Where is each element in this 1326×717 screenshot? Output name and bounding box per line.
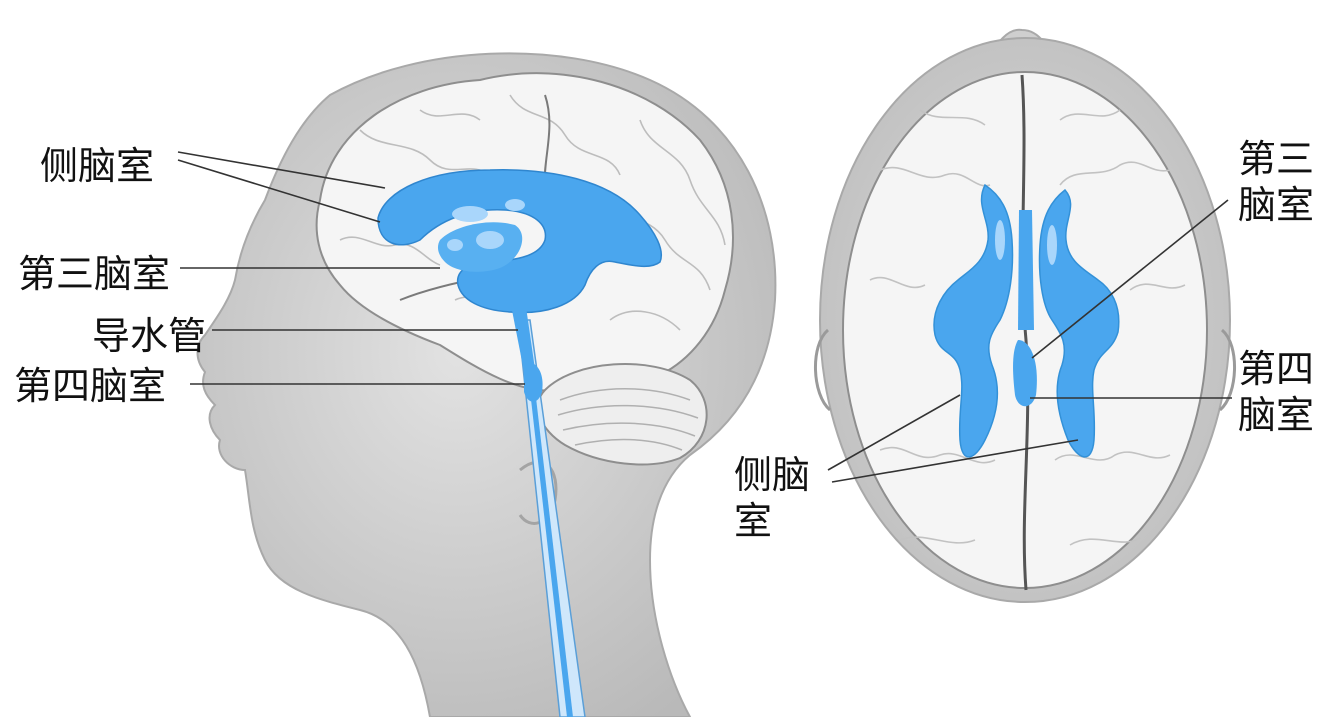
ventricle-highlight xyxy=(1047,225,1057,265)
label-lateral-ventricle: 侧脑室 xyxy=(40,144,154,188)
ventricle-highlight xyxy=(476,231,504,249)
ventricle-highlight xyxy=(452,206,488,222)
label-lateral-ventricle-top: 侧脑 室 xyxy=(734,452,810,544)
label-third-ventricle-top: 第三 脑室 xyxy=(1238,136,1314,228)
label-line: 侧脑 xyxy=(734,452,810,498)
label-aqueduct: 导水管 xyxy=(92,314,206,358)
label-fourth-ventricle-top: 第四 脑室 xyxy=(1238,346,1314,438)
label-line: 脑室 xyxy=(1238,182,1314,228)
label-line: 第三 xyxy=(1238,136,1314,182)
label-line: 第四 xyxy=(1238,346,1314,392)
ventricle-highlight xyxy=(447,239,463,251)
ventricle-highlight xyxy=(995,220,1005,260)
top-view xyxy=(815,30,1234,602)
label-third-ventricle: 第三脑室 xyxy=(18,252,170,296)
side-head xyxy=(198,53,776,717)
ventricle-highlight xyxy=(505,199,525,211)
label-line: 脑室 xyxy=(1238,392,1314,438)
label-fourth-ventricle: 第四脑室 xyxy=(14,364,166,408)
third-ventricle-top xyxy=(1018,210,1034,330)
label-line: 室 xyxy=(734,498,810,544)
